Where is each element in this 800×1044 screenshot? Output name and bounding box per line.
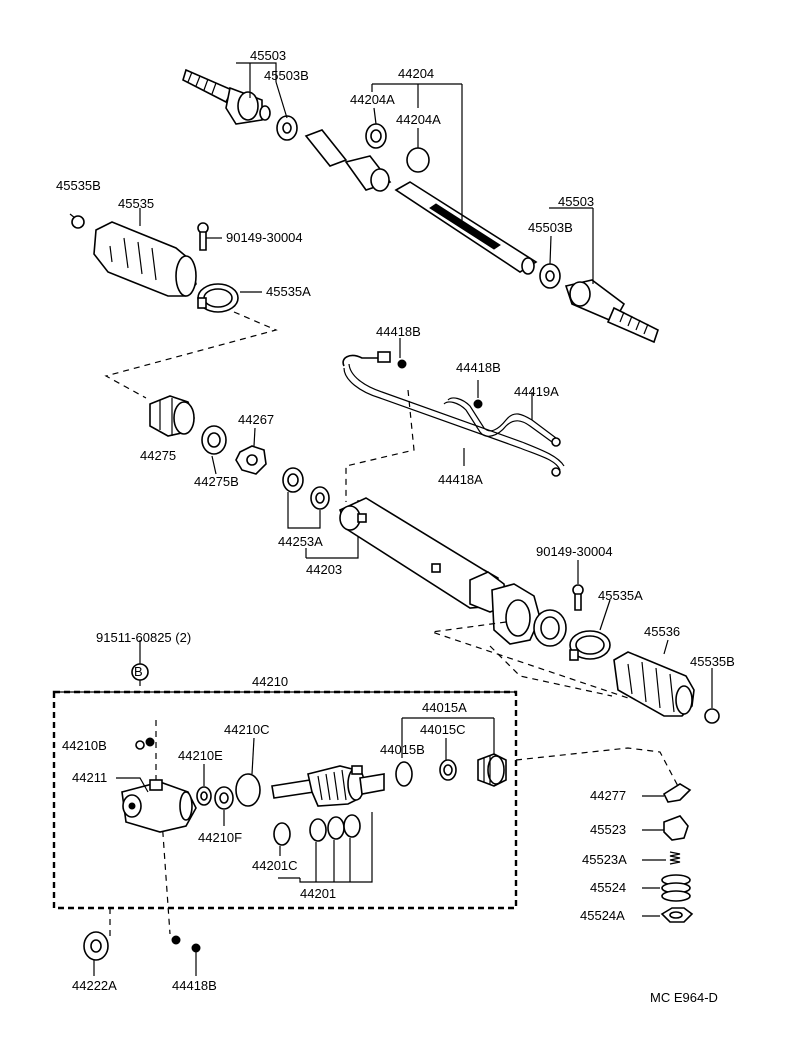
rack-sleeve [304, 129, 348, 167]
label-44418b-3: 44418B [172, 978, 217, 993]
hydraulic-pipe-44419a [443, 397, 561, 447]
label-44015b: 44015B [380, 742, 425, 757]
label-45535a-mid: 45535A [598, 588, 643, 603]
label-44210: 44210 [252, 674, 288, 689]
dust-cover-44222a [83, 931, 109, 961]
spring-45523a [669, 851, 681, 865]
label-44210e: 44210E [178, 748, 223, 763]
flare-nut-44418b-1 [397, 359, 407, 369]
tie-rod-end-left [182, 68, 271, 125]
label-44211: 44211 [72, 770, 107, 785]
label-44253a: 44253A [278, 534, 323, 549]
label-44210b: 44210B [62, 738, 107, 753]
label-45535b-top: 45535B [56, 178, 101, 193]
valve-seal-44015a [477, 753, 507, 787]
label-45523: 45523 [590, 822, 626, 837]
rack-stopper-44275 [149, 395, 195, 437]
label-44222a: 44222A [72, 978, 117, 993]
seal-ring-44201c [273, 822, 291, 846]
callout-b: B [134, 664, 143, 679]
diagram-code: MC E964-D [650, 990, 718, 1005]
label-44267: 44267 [238, 412, 274, 427]
nut-44418b-bottom [171, 935, 181, 945]
control-valve-shaft [271, 765, 385, 807]
label-44204a-2: 44204A [396, 112, 441, 127]
label-44277: 44277 [590, 788, 626, 803]
label-44015a: 44015A [422, 700, 467, 715]
boot-clamp-45535a-top [197, 283, 239, 313]
label-44419a: 44419A [514, 384, 559, 399]
seal-ring-44201-3 [343, 814, 361, 838]
label-44204a-1: 44204A [350, 92, 395, 107]
steering-rack-bar [394, 181, 538, 275]
boot-clamp-45535a-mid [569, 630, 611, 661]
rack-housing-44203 [338, 497, 567, 647]
label-44201c: 44201C [252, 858, 298, 873]
gear-nut-44267 [235, 445, 267, 475]
o-ring-44015b [395, 761, 413, 787]
oil-seal-44253a-1 [282, 467, 304, 493]
label-44418b-1: 44418B [376, 324, 421, 339]
bolt-44210b [135, 737, 155, 750]
label-44418a: 44418A [438, 472, 483, 487]
seal-44210f [214, 786, 234, 810]
lock-nut-45524a [660, 907, 694, 923]
label-45535: 45535 [118, 196, 154, 211]
oil-seal-44253a-2 [310, 486, 330, 510]
label-45503b-right: 45503B [528, 220, 573, 235]
bolt-90149-top [197, 222, 209, 251]
hydraulic-pipe-44418a [342, 351, 565, 477]
label-44015c: 44015C [420, 722, 466, 737]
rack-guide-45523 [663, 815, 689, 841]
tie-rod-end-right [564, 279, 659, 344]
label-91511: 91511-60825 (2) [96, 630, 191, 645]
label-45503-top: 45503 [250, 48, 286, 63]
boot-clip-45535b-left [71, 215, 85, 229]
flare-nut-44418b-2 [473, 399, 483, 409]
label-44275: 44275 [140, 448, 176, 463]
label-45523a: 45523A [582, 852, 627, 867]
o-ring-44210c [235, 773, 261, 807]
label-90149-top: 90149-30004 [226, 230, 303, 245]
bolt-90149-mid [572, 584, 584, 611]
rack-bushing [344, 123, 392, 192]
label-44275b: 44275B [194, 474, 239, 489]
label-90149-mid: 90149-30004 [536, 544, 613, 559]
lock-nut-45503b-right [539, 263, 561, 289]
guide-spring-cap-45524 [661, 874, 691, 902]
label-44210f: 44210F [198, 830, 242, 845]
bearing-44210e [196, 786, 212, 806]
label-44203: 44203 [306, 562, 342, 577]
seal-ring-44201-2 [327, 816, 345, 840]
label-45535a-top: 45535A [266, 284, 311, 299]
label-45524a: 45524A [580, 908, 625, 923]
lock-plate-44277 [662, 783, 692, 803]
lock-nut-45503b-top [276, 115, 298, 141]
label-44210c: 44210C [224, 722, 270, 737]
washer-44275b [201, 425, 227, 455]
boot-clip-45535b-right [704, 708, 720, 724]
label-44418b-2: 44418B [456, 360, 501, 375]
label-45524: 45524 [590, 880, 626, 895]
nut-44418b-bottom-2 [191, 943, 201, 953]
seal-ring-44201-1 [309, 818, 327, 842]
label-44201: 44201 [300, 886, 336, 901]
label-45535b-mid: 45535B [690, 654, 735, 669]
label-45536: 45536 [644, 624, 680, 639]
label-45503-right: 45503 [558, 194, 594, 209]
label-45503b-top: 45503B [264, 68, 309, 83]
washer-44015c [439, 759, 457, 781]
label-44204: 44204 [398, 66, 434, 81]
valve-housing-44211 [121, 779, 197, 833]
o-ring-44204a [406, 147, 430, 173]
